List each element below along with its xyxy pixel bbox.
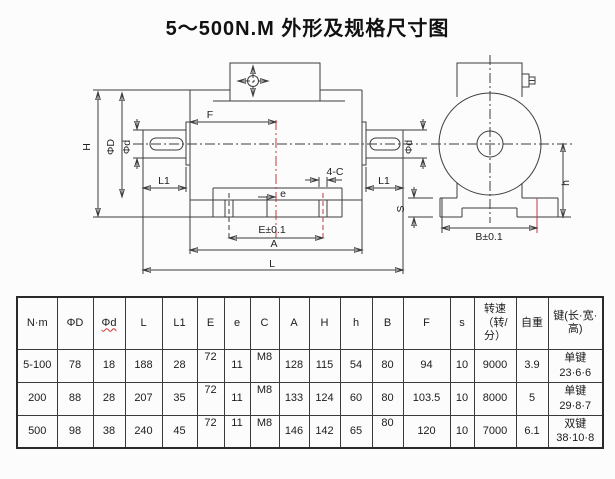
table-cell: 38 [92,414,126,449]
table-cell: 6.1 [515,414,549,449]
table-cell: 28 [161,348,198,383]
table-cell: 207 [124,381,163,416]
table-cell: 11 [223,381,251,416]
table-cell: 124 [308,381,341,416]
column-header: s [449,296,475,350]
column-header: e [223,296,251,350]
table-cell: 120 [402,414,451,449]
table-cell: 双键 38·10·8 [547,414,604,449]
dim-label-total-len: L [269,258,275,270]
table-cell: 7000 [473,414,517,449]
table-cell: 60 [339,381,373,416]
table-cell: M8 [249,414,280,449]
table-cell: M8 [249,381,280,416]
table-cell: 200 [16,381,58,416]
table-cell: 单键 23·6·6 [547,348,604,383]
column-header: h [339,296,373,350]
table-cell: 240 [124,414,163,449]
table-cell: 94 [402,348,451,383]
table-cell: 65 [339,414,373,449]
end-view-geometry [431,55,575,233]
table-cell: 45 [161,414,198,449]
table-cell: 5-100 [16,348,58,383]
column-header: A [278,296,310,350]
table-cell: 188 [124,348,163,383]
dim-label-shaft-dia-right: Φd [403,140,415,154]
dim-label-front-len: F [207,109,213,121]
table-cell: 10 [449,348,475,383]
table-cell: 72 [196,381,225,416]
dimension-drawing: H ΦD Φd Φd L1 L1 F 4-C e E±0.1 A L S B±0… [81,55,575,274]
column-header: E [196,296,225,350]
dim-label-body-len: A [270,238,277,250]
end-view-dimensions [442,144,571,228]
table-cell: 3.9 [515,348,549,383]
table-cell: 10 [449,381,475,416]
column-header: 键(长·宽·高) [547,296,604,350]
table-cell: 500 [16,414,58,449]
crosshair-icon [238,66,268,96]
column-header: N·m [16,296,58,350]
table-cell: 9000 [473,348,517,383]
dim-label-holes: 4-C [327,166,344,178]
table-cell: M8 [249,348,280,383]
table-cell: 10 [449,414,475,449]
dim-label-plate-thickness: S [395,205,407,212]
table-cell: 8000 [473,381,517,416]
dim-label-height: H [81,143,93,151]
table-cell: 54 [339,348,373,383]
table-cell: 88 [56,381,94,416]
table-cell: 115 [308,348,341,383]
dim-label-shaft-len-right: L1 [378,175,390,187]
table-cell: 103.5 [402,381,451,416]
table-cell: 80 [371,348,404,383]
table-cell: 5 [515,381,549,416]
column-header: Φd [92,296,126,350]
column-header: ΦD [56,296,94,350]
column-header: L [124,296,163,350]
table-cell: 146 [278,414,310,449]
table-cell: 80 [371,414,404,449]
table-cell: 133 [278,381,310,416]
table-cell: 单键 29·8·7 [547,381,604,416]
dim-label-center-height: h [560,180,572,186]
dim-label-foot-hole-spacing: B±0.1 [475,231,503,243]
table-cell: 78 [56,348,94,383]
column-header: L1 [161,296,198,350]
dim-label-shaft-dia-left: Φd [121,140,133,154]
table-cell: 128 [278,348,310,383]
page-title: 5～500N.M 外形及规格尺寸图 [165,18,450,40]
table-cell: 98 [56,414,94,449]
table-cell: 35 [161,381,198,416]
table-cell: 11 [223,348,251,383]
table-cell: 80 [371,381,404,416]
table-cell: 28 [92,381,126,416]
dim-label-hole-offset: e [280,188,286,200]
dim-label-shaft-len-left: L1 [158,175,170,187]
column-header: 转速（转/分） [473,296,517,350]
table-cell: 72 [196,414,225,449]
table-cell: 72 [196,348,225,383]
dim-label-hole-spacing: E±0.1 [258,224,286,236]
table-cell: 11 [223,414,251,449]
column-header: F [402,296,451,350]
column-header: B [371,296,404,350]
table-cell: 142 [308,414,341,449]
table-cell: 18 [92,348,126,383]
column-header: H [308,296,341,350]
column-header: 自重 [515,296,549,350]
side-view-geometry [93,62,427,241]
dim-label-body-dia: ΦD [105,139,117,155]
column-header: C [249,296,280,350]
side-view-dimensions [93,92,433,274]
